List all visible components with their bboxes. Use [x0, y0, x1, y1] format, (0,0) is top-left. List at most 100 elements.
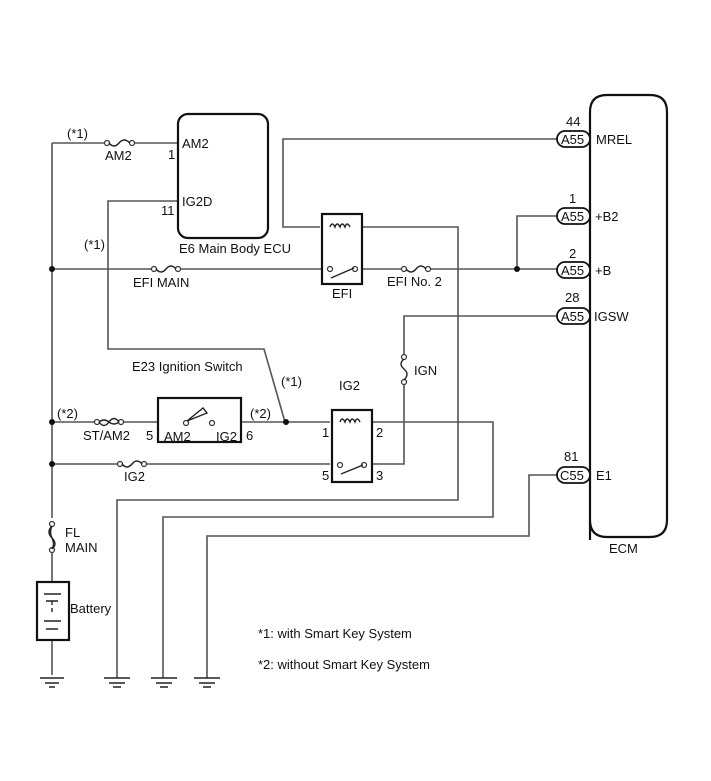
note-tag: (*1): [67, 126, 88, 141]
legend: *1: with Smart Key System *2: without Sm…: [258, 626, 430, 672]
connector-badge: [556, 466, 591, 484]
fuse-label: MAIN: [65, 540, 98, 555]
pin-name: MREL: [596, 132, 632, 147]
ecm-pin-mrel: A55 44 MREL: [556, 114, 632, 148]
switch-pin-name: IG2: [216, 429, 237, 444]
ig2d-wire: [107, 200, 286, 423]
grounds: [40, 677, 220, 688]
ig2-relay: IG2 1 2 5 3: [322, 378, 383, 484]
efi-relay: EFI: [320, 212, 364, 301]
switch-pin-num: 5: [146, 428, 153, 443]
pin-name: +B: [595, 263, 611, 278]
ig2-relay-box: [330, 408, 374, 484]
mrel-wire: [282, 138, 557, 228]
note-tag: (*1): [84, 237, 105, 252]
fuse-icon: [48, 525, 56, 550]
ecu-pin-name: AM2: [182, 136, 209, 151]
note-tag: (*2): [250, 406, 271, 421]
connector-id: A55: [561, 132, 584, 147]
ground-icon: [194, 677, 220, 688]
note-tag: (*2): [57, 406, 78, 421]
ign-wire: [372, 315, 557, 465]
fuse-label: IG2: [124, 469, 145, 484]
relay-pin-num: 3: [376, 468, 383, 483]
pin-number: 81: [564, 449, 578, 464]
ig2-relay-label: IG2: [339, 378, 360, 393]
ecm-label: ECM: [609, 541, 638, 556]
ignition-switch-box: [156, 396, 243, 444]
fuse-icon: [121, 460, 143, 468]
fuse-label: FL: [65, 525, 80, 540]
relay-pin-num: 2: [376, 425, 383, 440]
switch-lever-icon: [186, 407, 209, 422]
fuse-icon: [405, 265, 427, 273]
switch-pin-name: AM2: [164, 429, 191, 444]
ecu-pin-num: 1: [168, 147, 175, 162]
relay-switch-icon: [330, 267, 355, 279]
b2-wire: [516, 215, 557, 269]
pin-number: 1: [569, 191, 576, 206]
note-tags: (*1) (*1) (*2) (*2) (*1): [57, 126, 302, 421]
fuse-label: EFI MAIN: [133, 275, 189, 290]
switch-contact: [208, 419, 216, 427]
ecu-pin-name: IG2D: [182, 194, 212, 209]
legend-item: *1: with Smart Key System: [258, 626, 412, 641]
switch-pin-num: 6: [246, 428, 253, 443]
fuses: AM2 EFI MAIN EFI No. 2 ST/AM2 IG2: [48, 139, 442, 555]
battery-label: Battery: [70, 601, 112, 616]
pin-name: IGSW: [594, 309, 629, 324]
battery-box: [35, 580, 71, 642]
junction-dot: [49, 461, 55, 467]
main-body-ecu-label: E6 Main Body ECU: [179, 241, 291, 256]
pin-number: 28: [565, 290, 579, 305]
relay-contact: [326, 265, 334, 273]
fuse-icon: [155, 265, 177, 273]
fuse-icon: [400, 358, 408, 381]
junction-dot: [49, 266, 55, 272]
ground-icon: [151, 677, 177, 688]
connector-badge: [556, 261, 591, 279]
fuse-st-am2: ST/AM2: [83, 417, 130, 443]
connector-badge: [556, 307, 591, 325]
relay-coil-icon: [329, 223, 351, 229]
relay-pin-num: 1: [322, 425, 329, 440]
ecm-pin-b2: A55 1 +B2: [556, 191, 619, 225]
fuse-label: AM2: [105, 148, 132, 163]
ig2-coil-ground-wire: [162, 421, 494, 678]
fuse-ig2: IG2: [116, 460, 148, 484]
connector-badge: [556, 130, 591, 148]
fuse-fl-main: FL MAIN: [48, 520, 98, 555]
junction-dot: [283, 419, 289, 425]
efi-coil-ground-wire: [116, 226, 459, 678]
fuse-icon: [98, 417, 120, 427]
fuse-label: EFI No. 2: [387, 274, 442, 289]
ground-icon: [104, 677, 130, 688]
battery: Battery: [35, 580, 112, 642]
switch-contact: [182, 419, 190, 427]
efi-relay-label: EFI: [332, 286, 352, 301]
ecm-pin-e1: C55 81 E1: [556, 449, 612, 484]
note-tag: (*1): [281, 374, 302, 389]
ecm-box: [588, 93, 669, 540]
fuse-label: IGN: [414, 363, 437, 378]
connector-id: A55: [561, 263, 584, 278]
fuse-ign: IGN: [400, 353, 437, 386]
junction-dot: [514, 266, 520, 272]
connector-badge: [556, 207, 591, 225]
ground-icon: [40, 677, 64, 688]
junctions: [49, 266, 520, 467]
ignition-switch-label: E23 Ignition Switch: [132, 359, 243, 374]
relay-switch-icon: [340, 464, 364, 475]
connector-id: C55: [560, 468, 584, 483]
e1-ground-wire: [206, 474, 557, 678]
pin-name: E1: [596, 468, 612, 483]
pin-number: 2: [569, 246, 576, 261]
junction-dot: [49, 419, 55, 425]
relay-pin-num: 5: [322, 468, 329, 483]
relay-contact: [336, 461, 344, 469]
fuse-icon: [108, 139, 131, 147]
efi-relay-box: [320, 212, 364, 286]
ecm: ECM A55 44 MREL A55 1 +B2 A55 2 +B A55 2…: [556, 93, 669, 556]
legend-item: *2: without Smart Key System: [258, 657, 430, 672]
